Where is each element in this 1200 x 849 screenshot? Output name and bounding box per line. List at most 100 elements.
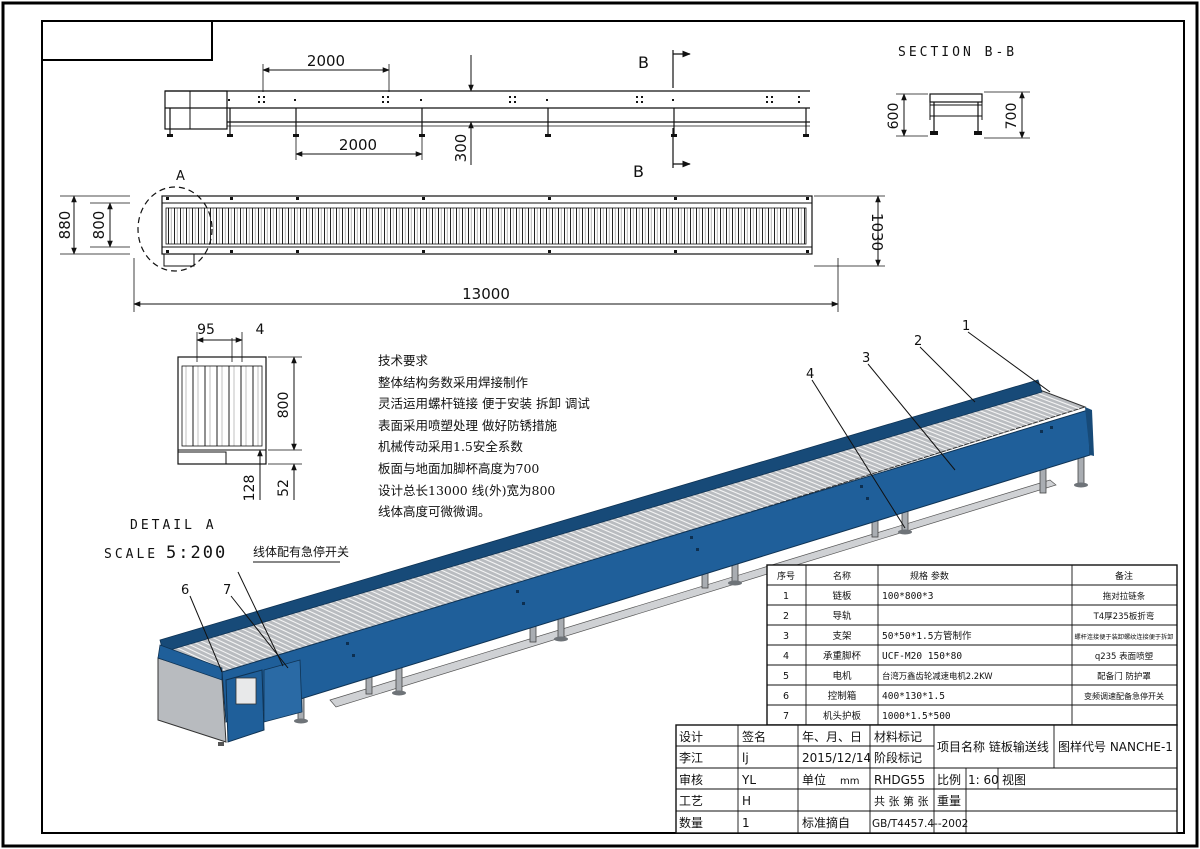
slat-line <box>653 503 706 527</box>
tb-sign: 签名 <box>742 729 766 744</box>
slat-line <box>420 573 476 600</box>
slat-line <box>747 476 798 498</box>
slat-line <box>934 420 982 441</box>
control-box-panel <box>235 677 257 705</box>
slat-line <box>221 632 280 661</box>
bom-header-spec: 规格 参数 <box>910 570 949 582</box>
slat-line <box>648 505 700 529</box>
bom-cell: T4厚235板折弯 <box>1093 611 1155 622</box>
slat-line <box>759 472 810 495</box>
slat-line <box>554 533 608 558</box>
tb-project-name: 项目名称 链板输送线 <box>937 739 1049 754</box>
slat-line <box>928 422 976 442</box>
slat-line <box>349 594 407 621</box>
slat-line <box>390 581 447 609</box>
section-letter-bottom: B <box>633 162 644 181</box>
slat-line <box>595 521 648 545</box>
tb-view: 视图 <box>1002 772 1026 787</box>
slat-line <box>829 451 879 473</box>
slat-line <box>998 401 1045 421</box>
slat-line <box>203 637 263 666</box>
slat-line <box>677 496 729 520</box>
slat-line <box>957 413 1005 433</box>
slat-line <box>712 486 764 509</box>
slat-line <box>577 526 631 551</box>
slat-line <box>881 436 930 457</box>
slat-line <box>858 443 907 464</box>
slat-line <box>846 446 896 468</box>
tb-unit-value: mm <box>840 776 859 787</box>
slat-line <box>899 431 948 451</box>
bom-cell: 5 <box>783 671 789 682</box>
dim-600: 600 <box>886 103 902 130</box>
slat-line <box>484 554 539 580</box>
slat-line <box>1010 398 1057 417</box>
slat-line <box>800 460 850 482</box>
bom-cell: 6 <box>783 691 789 702</box>
bom-cell: 台湾万鑫齿轮减速电机2.2KW <box>882 671 993 681</box>
slat-line <box>308 606 367 634</box>
slat-line <box>367 588 424 616</box>
inner-border <box>41 20 1185 834</box>
slat-line <box>519 543 574 569</box>
slat-line <box>560 531 614 556</box>
slat-line <box>215 633 275 663</box>
tb-date-header: 年、月、日 <box>802 730 862 744</box>
slat-line <box>887 434 936 455</box>
slat-line <box>180 644 240 674</box>
slat-line <box>852 444 902 466</box>
bom-cell: 控制箱 <box>828 690 857 702</box>
bom-cell: 1000*1.5*500 <box>882 711 951 722</box>
bom-cell: 链板 <box>832 590 852 602</box>
slat-line <box>583 524 637 549</box>
slat-line <box>449 564 505 590</box>
slat-line <box>472 557 528 583</box>
slat-line <box>174 646 234 675</box>
balloon-2: 2 <box>914 334 922 349</box>
bom-cell: 承重脚杯 <box>823 650 862 662</box>
slat-line <box>291 611 349 639</box>
bom-cell: q235 表面喷塑 <box>1095 651 1154 662</box>
tech-title: 技术要求 <box>378 353 429 368</box>
tech-line: 线体高度可微微调。 <box>378 504 491 520</box>
technical-requirements: 技术要求 整体结构务数采用焊接制作 灵活运用螺杆链接 便于安装 拆卸 调试 表面… <box>378 350 608 523</box>
tb-weight: 重量 <box>937 794 961 808</box>
slat-line <box>700 490 752 513</box>
slat-line <box>297 609 355 637</box>
slat-line <box>893 432 942 453</box>
dim-300: 300 <box>452 134 470 163</box>
tb-standard: 标准摘自 <box>802 815 850 830</box>
tb-design: 设计 <box>679 730 703 744</box>
dim-2000-bottom: 2000 <box>339 136 377 154</box>
slat-line <box>624 512 677 536</box>
slat-line <box>379 585 436 612</box>
slat-line <box>414 574 470 601</box>
slat-line <box>735 479 787 502</box>
slat-line <box>344 595 401 623</box>
tb-review: 审核 <box>679 772 703 787</box>
dim-128: 128 <box>242 475 258 502</box>
tech-line: 表面采用喷塑处理 做好防锈措施 <box>378 417 557 433</box>
dim-1030: 1030 <box>868 213 886 251</box>
corner-box <box>42 20 213 61</box>
slat-line <box>630 510 683 534</box>
slat-line <box>262 620 321 648</box>
slat-line <box>993 403 1040 422</box>
slat-line <box>1004 399 1051 419</box>
bom-cell: 100*800*3 <box>882 591 933 602</box>
slat-line <box>729 481 781 504</box>
slat-line <box>402 578 459 605</box>
slat-line <box>566 529 620 554</box>
slat-line <box>1028 392 1074 412</box>
dim-880: 880 <box>56 211 74 240</box>
slat-line <box>326 600 384 628</box>
slat-line <box>227 630 286 659</box>
slat-line <box>642 507 694 531</box>
slat-line <box>279 614 338 643</box>
slat-line <box>794 462 844 484</box>
slat-line <box>922 424 971 444</box>
slat-line <box>817 455 867 477</box>
slat-line <box>940 418 988 439</box>
